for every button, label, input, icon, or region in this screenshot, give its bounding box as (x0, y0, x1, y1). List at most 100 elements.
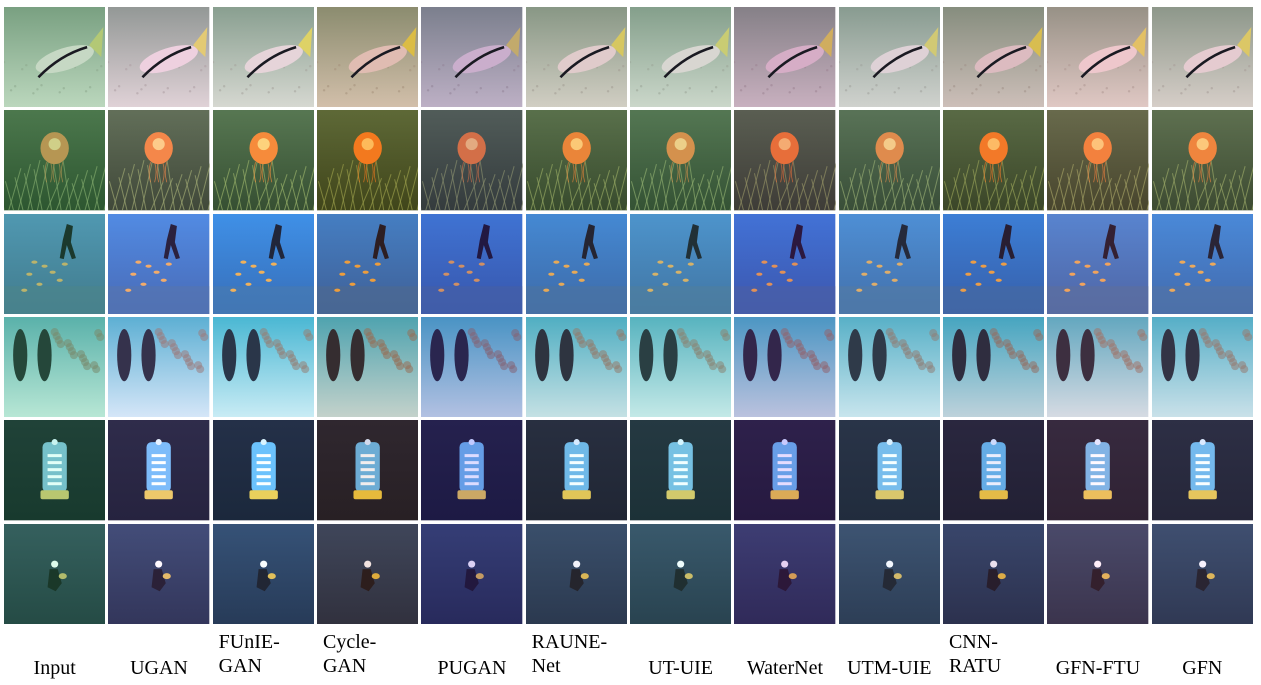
diver (685, 223, 702, 259)
fish-tail (1028, 27, 1043, 58)
result-image-robot-raune-net (525, 420, 627, 521)
diver-body (986, 568, 1001, 591)
scene-image (212, 523, 314, 624)
scene-image (108, 213, 210, 314)
diver-body (1090, 568, 1106, 591)
diver-body (47, 568, 62, 591)
scene-image (1047, 213, 1149, 314)
result-image-robot-gfn-ftu (1047, 420, 1149, 521)
diver-left (743, 329, 758, 382)
result-image-divers-reef-funie-gan (212, 316, 314, 418)
scene-image (4, 7, 106, 108)
diver-body (882, 568, 897, 591)
diver-body (569, 568, 584, 591)
scene-image (316, 420, 419, 521)
result-image-robot-funie-gan (212, 420, 314, 521)
result-image-divers-reef-input (4, 316, 106, 418)
result-image-jellyfish-funie-gan (212, 110, 314, 211)
diver-right (976, 329, 991, 382)
scene-image (942, 7, 1045, 108)
scene-image (1047, 110, 1149, 211)
fish-tail (506, 27, 521, 58)
diver-left (221, 329, 236, 382)
scene-image (734, 420, 836, 521)
diver-right (559, 329, 574, 382)
scene-image (629, 213, 732, 314)
diver-right (246, 329, 261, 382)
diver-left (847, 329, 862, 382)
scene-image (1047, 523, 1149, 624)
result-image-jellyfish-cycle-gan (316, 110, 419, 211)
diver-left (430, 329, 445, 382)
fish-tail (923, 27, 938, 58)
result-image-robot-ut-uie (629, 420, 732, 521)
scene-image (4, 110, 106, 211)
robot-base (1188, 490, 1217, 500)
scene-image (108, 420, 210, 521)
result-image-diver-dark-funie-gan (212, 523, 314, 624)
diver-right (350, 329, 365, 382)
result-image-divers-reef-gfn (1151, 316, 1253, 418)
scene-image (1151, 523, 1253, 624)
result-image-fish-gfn-ftu (1047, 7, 1149, 108)
result-image-fish-cycle-gan (316, 7, 419, 108)
fish-tail (1236, 27, 1251, 58)
result-image-fish-cnn-ratu (942, 7, 1045, 108)
result-image-diver-fish-raune-net (525, 213, 627, 314)
scene-image (212, 316, 314, 418)
diver-left (952, 329, 967, 382)
diver-light (1198, 560, 1206, 568)
diver-right (37, 329, 52, 382)
result-image-fish-raune-net (525, 7, 627, 108)
diver-right (663, 329, 678, 382)
scene-image (1151, 7, 1253, 108)
method-label-utm-uie: UTM-UIE (847, 657, 932, 679)
diver-body (464, 568, 480, 591)
result-image-jellyfish-gfn-ftu (1047, 110, 1149, 211)
diver-left (1056, 329, 1071, 382)
diver-right (872, 329, 887, 382)
robot-base (457, 490, 487, 500)
diver-left (117, 329, 132, 382)
result-image-robot-gfn (1151, 420, 1253, 521)
method-label-cycle-gan: Cycle- GAN (322, 631, 377, 677)
method-label-pugan: PUGAN (437, 657, 507, 679)
diver-body (777, 568, 793, 591)
scene-image (4, 523, 106, 624)
result-image-diver-fish-cnn-ratu (942, 213, 1045, 314)
diver (59, 223, 76, 259)
result-image-robot-ugan (108, 420, 210, 521)
scene-image (316, 110, 419, 211)
diver-light (990, 560, 998, 568)
diver-body (360, 568, 375, 591)
scene-image (1151, 110, 1253, 211)
result-image-diver-dark-input (4, 523, 106, 624)
diver-light (885, 560, 893, 568)
diver (790, 223, 807, 259)
scene-image (4, 316, 106, 418)
scene-image (421, 110, 523, 211)
result-image-divers-reef-gfn-ftu (1047, 316, 1149, 418)
diver (372, 223, 389, 259)
robot-base (666, 490, 695, 500)
scene-image (525, 110, 627, 211)
method-label-raune-net: RAUNE- Net (531, 631, 608, 677)
fish-tail (715, 27, 730, 58)
robot-base (979, 490, 1008, 500)
result-image-divers-reef-waternet (734, 316, 836, 418)
result-image-divers-reef-pugan (421, 316, 523, 418)
robot-base (353, 490, 382, 500)
scene-image (734, 110, 836, 211)
scene-image (212, 110, 314, 211)
robot-base (144, 490, 174, 500)
method-label-ut-uie: UT-UIE (648, 657, 714, 679)
result-image-diver-dark-pugan (421, 523, 523, 624)
result-image-jellyfish-gfn (1151, 110, 1253, 211)
result-image-fish-ugan (108, 7, 210, 108)
scene-image (629, 316, 732, 418)
scene-image (316, 213, 419, 314)
comparison-image-grid (4, 7, 1256, 627)
scene-image (1151, 316, 1253, 418)
scene-image (525, 523, 627, 624)
result-image-jellyfish-utm-uie (838, 110, 940, 211)
